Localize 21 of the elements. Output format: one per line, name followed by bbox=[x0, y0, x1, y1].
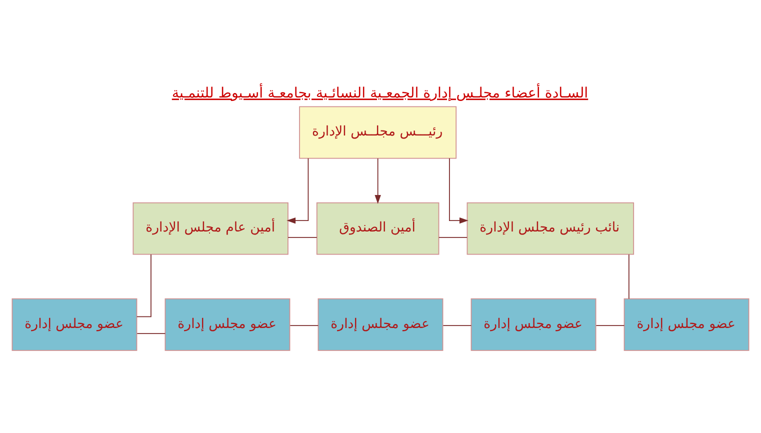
connector bbox=[136, 332, 166, 334]
node-box: عضو مجلس إدارة bbox=[12, 298, 138, 350]
node-box: عضو مجلس إدارة bbox=[164, 298, 290, 350]
connector bbox=[438, 236, 468, 238]
node-box: نائب رئيس مجلس الإدارة bbox=[466, 202, 634, 254]
connector bbox=[596, 324, 625, 326]
node-box: عضو مجلس إدارة bbox=[624, 298, 750, 350]
connector bbox=[290, 324, 319, 326]
connector bbox=[136, 254, 152, 317]
arrow bbox=[286, 158, 309, 224]
node-box: رئيـــس مجلــس الإدارة bbox=[299, 106, 457, 158]
diagram-title: السـادة أعضاء مجلـس إدارة الجمعـية النسائـية بجامعـة أسـيوط للتنمـية bbox=[172, 85, 588, 102]
connector bbox=[442, 324, 472, 326]
node-box: أمين عام مجلس الإدارة bbox=[132, 202, 288, 254]
node-box: عضو مجلس إدارة bbox=[318, 298, 444, 350]
arrow bbox=[374, 158, 381, 204]
connector bbox=[288, 236, 318, 238]
arrow bbox=[449, 158, 468, 224]
node-box: عضو مجلس إدارة bbox=[470, 298, 596, 350]
connector bbox=[628, 254, 630, 299]
node-box: أمين الصندوق bbox=[316, 202, 440, 254]
